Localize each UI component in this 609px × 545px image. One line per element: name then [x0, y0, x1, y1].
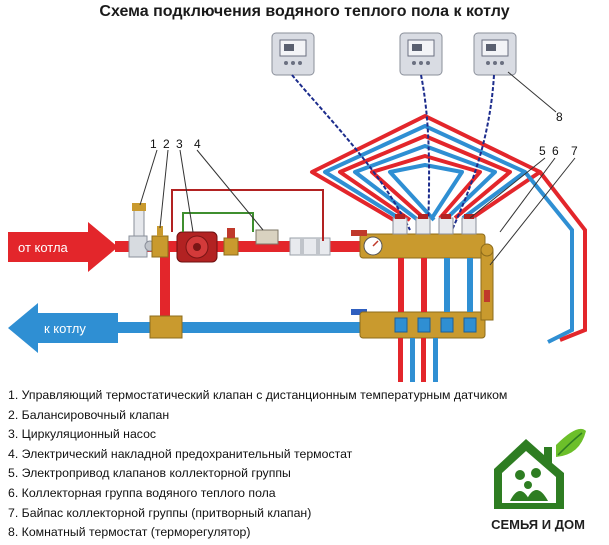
callout-3: 3 — [176, 137, 183, 151]
legend-list: 1. Управляющий термостатический клапан с… — [8, 386, 507, 543]
return-tee — [149, 315, 183, 339]
safety-thermostat — [255, 229, 279, 245]
legend-item: 3. Циркуляционный насос — [8, 427, 157, 442]
legend-item: 5. Электропривод клапанов коллекторной г… — [8, 466, 291, 481]
room-thermostat-3 — [473, 32, 517, 76]
room-thermostat-2 — [399, 32, 443, 76]
return-arrow-label: к котлу — [44, 321, 86, 336]
circulation-pump — [176, 231, 218, 263]
brand-logo: СЕМЬЯ И ДОМ — [491, 428, 586, 532]
legend-item: 6. Коллекторная группа водяного теплого … — [8, 485, 276, 500]
legend-item: 8. Комнатный термостат (терморегулятор) — [8, 525, 251, 540]
return-arrow: к котлу — [8, 303, 118, 353]
legend-item: 1. Управляющий термостатический клапан с… — [8, 388, 508, 402]
callout-6: 6 — [552, 144, 559, 158]
connection-diagram: от котла к котлу — [8, 32, 587, 382]
mixing-bypass — [160, 252, 170, 324]
pump-wiring-red — [171, 189, 324, 241]
callout-8: 8 — [556, 110, 563, 124]
logo-text: СЕМЬЯ И ДОМ — [491, 517, 585, 532]
legend-item: 2. Балансировочный клапан — [8, 407, 170, 422]
floor-heating-loops — [310, 114, 542, 222]
callout-7: 7 — [571, 144, 578, 158]
page-title: Схема подключения водяного теплого пола … — [99, 3, 510, 20]
callout-lines — [139, 71, 576, 266]
thermostatic-valve — [128, 203, 156, 258]
callout-numbers: 1 2 3 4 5 6 7 8 — [150, 110, 578, 158]
collector-group — [351, 214, 494, 382]
balancing-valve — [151, 226, 169, 258]
supply-arrow: от котла — [8, 222, 118, 272]
callout-1: 1 — [150, 137, 157, 151]
legend-item: 7. Байпас коллекторной группы (притворны… — [8, 505, 312, 520]
callout-5: 5 — [539, 144, 546, 158]
supply-arrow-label: от котла — [18, 240, 69, 255]
room-thermostats — [271, 32, 517, 76]
pump-wiring-green — [182, 212, 254, 232]
callout-4: 4 — [194, 137, 201, 151]
return-pipe — [115, 322, 365, 333]
room-thermostat-1 — [271, 32, 315, 76]
legend-item: 4. Электрический накладной предохранител… — [8, 446, 353, 461]
callout-2: 2 — [163, 137, 170, 151]
thermostat-wires — [291, 74, 495, 231]
